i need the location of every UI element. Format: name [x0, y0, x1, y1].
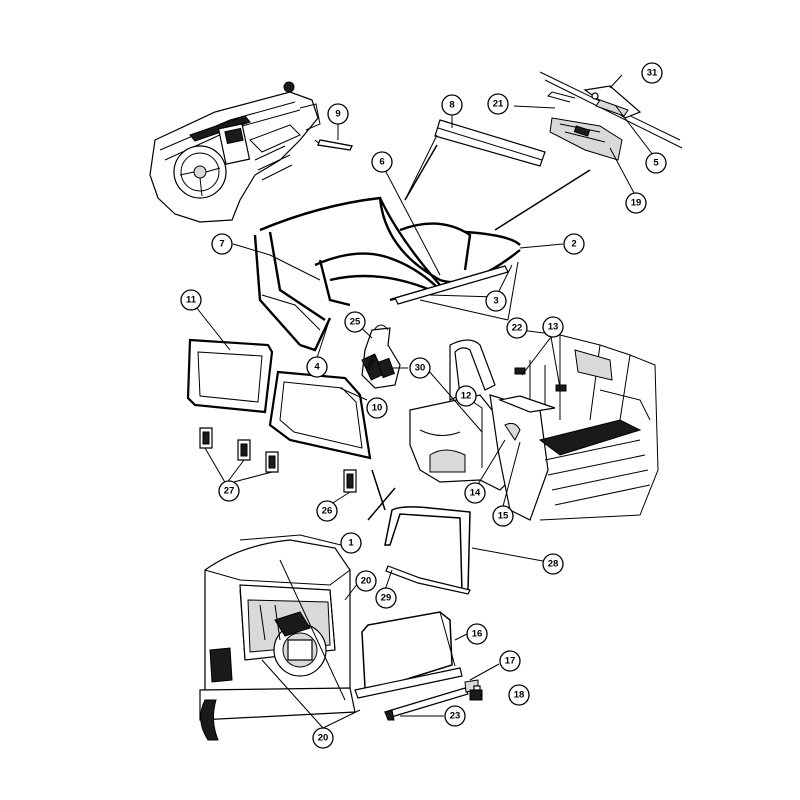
callout-number: 26	[322, 506, 333, 517]
callout-number: 20	[318, 733, 329, 744]
callout-number: 29	[381, 593, 392, 604]
callout-19: 19	[625, 192, 647, 214]
callout-number: 15	[498, 511, 509, 522]
callout-number: 28	[548, 559, 559, 570]
callout-number: 12	[461, 391, 472, 402]
callout-number: 27	[224, 486, 235, 497]
rear-vehicle-illustration	[199, 539, 356, 741]
callout-number: 2	[571, 239, 576, 250]
callout-number: 31	[647, 68, 658, 79]
side-window-part-10	[268, 370, 372, 460]
callout-17: 17	[499, 650, 521, 672]
side-window-part-11	[186, 338, 274, 414]
callout-31: 31	[641, 62, 663, 84]
dashboard-illustration	[149, 81, 353, 223]
callout-number: 9	[335, 109, 340, 120]
top-rail-bracket-illustration	[539, 71, 683, 161]
callout-number: 23	[450, 711, 461, 722]
callout-number: 16	[472, 629, 483, 640]
pin-part-9	[317, 139, 353, 151]
callout-27: 27	[218, 480, 240, 502]
callout-8: 8	[441, 94, 463, 116]
callout-number: 11	[186, 295, 197, 306]
callout-18: 18	[508, 684, 530, 706]
header-pad-part-8	[434, 119, 546, 167]
callout-number: 4	[314, 362, 320, 373]
bar-part-23	[384, 687, 469, 721]
callout-29: 29	[375, 587, 397, 609]
callout-25: 25	[344, 311, 366, 333]
callout-14: 14	[464, 482, 486, 504]
storage-bag-part-25: SOFT	[361, 324, 401, 389]
callout-26: 26	[316, 500, 338, 522]
clip-part-18	[469, 685, 483, 701]
callout-number: 3	[493, 296, 498, 307]
callout-number: 7	[219, 239, 224, 250]
rear-window-frame-part-16	[354, 611, 463, 699]
callout-23: 23	[444, 705, 466, 727]
callout-11: 11	[180, 289, 202, 311]
soft-top-frame	[253, 196, 521, 352]
leader-lines	[195, 74, 654, 729]
callout-number: 30	[415, 363, 426, 374]
callout-number: 22	[512, 323, 523, 334]
callout-10: 10	[366, 397, 388, 419]
callout-22: 22	[506, 317, 528, 339]
callout-16: 16	[466, 623, 488, 645]
callout-number: 25	[350, 317, 361, 328]
callout-number: 21	[493, 99, 504, 110]
callout-20-upper: 20	[355, 570, 377, 592]
callout-9: 9	[327, 103, 349, 125]
callout-30: 30	[409, 357, 431, 379]
callout-7: 7	[211, 233, 233, 255]
callout-number: 13	[548, 322, 559, 333]
callout-4: 4	[306, 356, 328, 378]
callout-5: 5	[645, 152, 667, 174]
callout-13: 13	[542, 316, 564, 338]
callout-number: 14	[470, 488, 481, 499]
seal-strip-part-29	[385, 565, 471, 595]
clips-part-27	[199, 427, 279, 473]
callout-number: 10	[372, 403, 383, 414]
callout-1: 1	[340, 532, 362, 554]
callout-number: 6	[379, 157, 384, 168]
callout-number: 20	[361, 576, 372, 587]
callout-number: 8	[449, 100, 454, 111]
vehicle-tub-illustration	[409, 329, 659, 521]
callout-12: 12	[455, 385, 477, 407]
callout-number: 1	[348, 538, 354, 549]
callout-number: 5	[653, 158, 659, 169]
callout-20-lower: 20	[312, 727, 334, 749]
callout-6: 6	[371, 151, 393, 173]
callout-2: 2	[563, 233, 585, 255]
door-frame-part-28	[384, 506, 471, 594]
callout-21: 21	[487, 93, 509, 115]
callout-15: 15	[492, 505, 514, 527]
callout-number: 19	[631, 198, 642, 209]
callout-number: 17	[505, 656, 516, 667]
clip-part-26	[343, 469, 357, 493]
callout-number: 18	[514, 690, 525, 701]
callout-3: 3	[485, 290, 507, 312]
callout-28: 28	[542, 553, 564, 575]
